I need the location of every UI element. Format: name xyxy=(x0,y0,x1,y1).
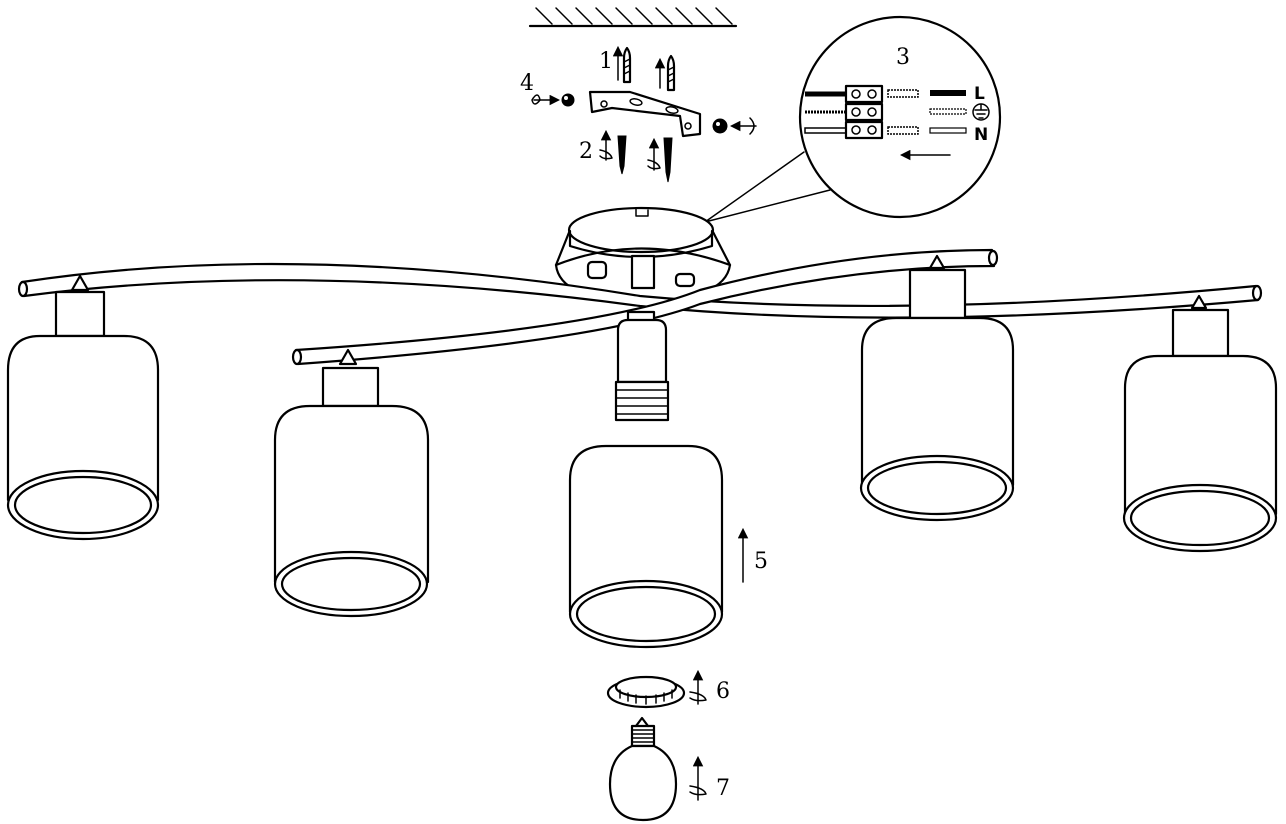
ceiling-icon xyxy=(528,7,738,28)
step-5-label: 5 xyxy=(754,549,768,574)
lamp-arms xyxy=(17,248,1263,366)
ceiling-hatch-mark xyxy=(635,7,653,25)
shade-ring-icon xyxy=(606,669,707,709)
glass-shade-center xyxy=(568,444,724,649)
step-6-label: 6 xyxy=(716,679,730,704)
ceiling-hatch-mark xyxy=(675,7,693,25)
ceiling-hatch-mark xyxy=(555,7,573,25)
shade-left-inner xyxy=(273,348,430,618)
step-2-label: 2 xyxy=(579,139,593,164)
mounting-bracket-icon xyxy=(588,90,702,138)
terminal-block-icon xyxy=(804,84,967,161)
ceiling-hatch-mark xyxy=(595,7,613,25)
neutral-wire-label: N xyxy=(974,125,988,145)
shade-right-outer xyxy=(1122,294,1278,553)
live-wire-label: L xyxy=(974,84,985,104)
ceiling-hatch-mark xyxy=(655,7,673,25)
step-1-label: 1 xyxy=(599,49,613,74)
shade-right-inner xyxy=(859,254,1015,522)
screw-left-icon xyxy=(531,93,575,107)
light-bulb-icon xyxy=(608,716,707,822)
ceiling-hatch-mark xyxy=(715,7,733,25)
earth-ground-icon xyxy=(972,103,990,121)
wall-plug-icon xyxy=(612,45,676,92)
screw-right-icon xyxy=(712,117,757,135)
step-7-label: 7 xyxy=(716,776,730,801)
ceiling-hatch-mark xyxy=(535,7,553,25)
shade-left-outer xyxy=(6,274,160,541)
ceiling-hatch-mark xyxy=(615,7,633,25)
ceiling-canopy xyxy=(554,206,732,304)
step-3-label: 3 xyxy=(896,45,910,70)
wiring-detail-callout: L N xyxy=(704,15,1002,223)
ceiling-screw-icon xyxy=(599,129,673,183)
lamp-socket xyxy=(614,310,670,422)
ceiling-hatch-mark xyxy=(575,7,593,25)
step-4-label: 4 xyxy=(520,71,534,96)
ceiling-hatch-mark xyxy=(695,7,713,25)
